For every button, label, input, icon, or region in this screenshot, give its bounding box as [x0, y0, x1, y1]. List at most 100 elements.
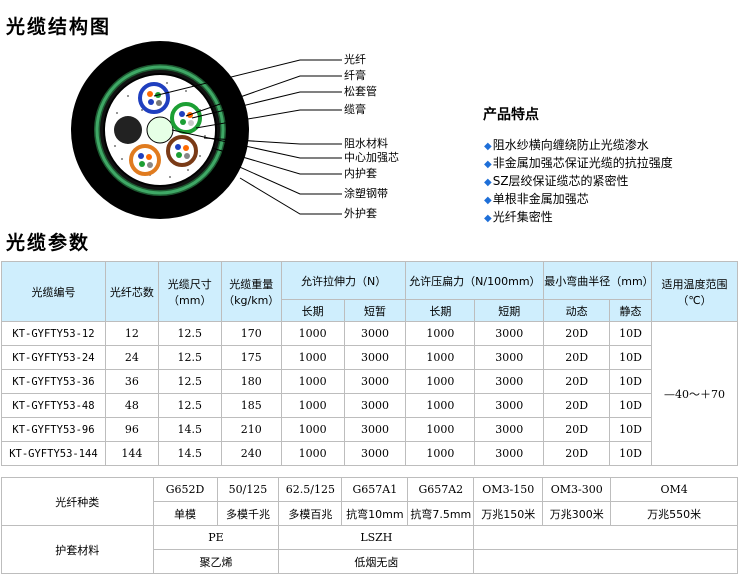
fiber-name: 万兆150米: [473, 501, 544, 526]
cell-tensile-short: 3000: [343, 345, 407, 370]
cell-cores: 96: [104, 417, 159, 442]
cell-bend-static: 10D: [609, 393, 653, 418]
cell-weight: 175: [220, 345, 282, 370]
cell-crush-long: 1000: [405, 345, 476, 370]
loose-tube-brown: [166, 135, 198, 167]
fiber-name: 抗弯7.5mm: [407, 501, 475, 526]
fiber-name: 抗弯10mm: [341, 501, 409, 526]
cell-weight: 185: [220, 393, 282, 418]
diamond-bullet-icon: ◆: [484, 177, 492, 188]
cell-bend-static: 10D: [609, 417, 653, 442]
cell-bend-static: 10D: [609, 369, 653, 394]
fiber-code: G652D: [152, 477, 218, 502]
sheath-code: PE: [152, 525, 280, 550]
cell-tensile-short: 3000: [343, 369, 407, 394]
cell-size: 12.5: [157, 393, 222, 418]
cell-crush-long: 1000: [405, 369, 476, 394]
cell-weight: 210: [220, 417, 282, 442]
feature-item: ◆阻水纱横向缠绕防止光缆渗水: [484, 138, 649, 152]
cell-cores: 24: [104, 345, 159, 370]
cell-bend-dynamic: 20D: [543, 345, 611, 370]
fiber-code: 62.5/125: [278, 477, 343, 502]
cell-crush-long: 1000: [405, 417, 476, 442]
cell-tensile-long: 1000: [280, 441, 345, 466]
callout-inner-sheath: 内护套: [344, 167, 377, 180]
diamond-bullet-icon: ◆: [484, 195, 492, 206]
cell-crush-short: 3000: [474, 417, 545, 442]
header-tensile: 允许拉伸力（N）: [280, 261, 407, 300]
cell-crush-long: 1000: [405, 321, 476, 346]
cell-tensile-short: 3000: [343, 321, 407, 346]
sheath-code: LSZH: [278, 525, 475, 550]
header-crush-long: 长期: [405, 299, 476, 322]
cell-size: 14.5: [157, 441, 222, 466]
cell-model: KT-GYFTY53-96: [1, 417, 106, 442]
loose-tube-blue: [138, 82, 170, 114]
fiber-type-label: 光纤种类: [1, 477, 154, 526]
cell-model: KT-GYFTY53-48: [1, 393, 106, 418]
cell-tensile-short: 3000: [343, 441, 407, 466]
table-row: KT-GYFTY53-48 48 12.5 185 1000 3000 1000…: [1, 393, 738, 418]
feature-item: ◆光纤集密性: [484, 210, 553, 224]
header-weight: 光缆重量（kg/km）: [220, 261, 282, 322]
cell-tensile-short: 3000: [343, 417, 407, 442]
empty-cell: [473, 525, 738, 550]
cable-central-strength-member: [146, 116, 174, 144]
cell-crush-short: 3000: [474, 345, 545, 370]
cell-crush-short: 3000: [474, 393, 545, 418]
cell-size: 12.5: [157, 321, 222, 346]
cell-bend-dynamic: 20D: [543, 417, 611, 442]
table-row: 单模 多模千兆 多模百兆 抗弯10mm 抗弯7.5mm 万兆150米 万兆300…: [2, 501, 738, 526]
callout-central-strength: 中心加强芯: [344, 151, 399, 164]
loose-tube-orange: [129, 144, 161, 176]
cell-tensile-long: 1000: [280, 393, 345, 418]
cell-model: KT-GYFTY53-12: [1, 321, 106, 346]
callout-loose-tube: 松套管: [344, 85, 377, 98]
table-row: 护套材料 PE LSZH: [1, 525, 738, 574]
cell-tensile-long: 1000: [280, 321, 345, 346]
feature-item: ◆SZ层绞保证缆芯的紧密性: [484, 174, 629, 188]
diamond-bullet-icon: ◆: [484, 213, 492, 224]
table-row: 光纤种类 G652D 50/125 62.5/125 G657A1 G657A2…: [1, 477, 738, 526]
header-bend-dynamic: 动态: [543, 299, 611, 322]
cell-bend-dynamic: 20D: [543, 441, 611, 466]
fiber-code: OM3-300: [542, 477, 612, 502]
header-bend-radius: 最小弯曲半径（mm）: [543, 261, 654, 300]
features-title: 产品特点: [483, 107, 539, 123]
callout-fiber-gel: 纤膏: [344, 69, 366, 82]
params-title: 光缆参数: [6, 232, 91, 254]
cell-cores: 36: [104, 369, 159, 394]
cell-size: 12.5: [157, 345, 222, 370]
cell-temperature-range: —40～＋70: [651, 321, 738, 466]
header-fiber-count: 光纤芯数: [104, 261, 159, 322]
header-tensile-short: 短暂: [343, 299, 407, 322]
fiber-code: G657A1: [341, 477, 409, 502]
fiber-name: 多模千兆: [216, 501, 280, 526]
structure-title: 光缆结构图: [6, 16, 112, 38]
fiber-name: 万兆300米: [542, 501, 612, 526]
cell-weight: 170: [220, 321, 282, 346]
fiber-name: 单模: [152, 501, 218, 526]
table-row: 聚乙烯 低烟无卤: [2, 549, 738, 574]
callout-leader-lines: [153, 59, 342, 215]
feature-item: ◆非金属加强芯保证光缆的抗拉强度: [484, 156, 673, 170]
cable-filler-rod: [114, 116, 142, 144]
cell-tensile-long: 1000: [280, 417, 345, 442]
diamond-bullet-icon: ◆: [484, 159, 492, 170]
cell-crush-short: 3000: [474, 441, 545, 466]
table-row: KT-GYFTY53-12 12 12.5 170 1000 3000 1000…: [1, 321, 738, 466]
loose-tube-green: [170, 102, 202, 134]
table-row: KT-GYFTY53-96 96 14.5 210 1000 3000 1000…: [1, 417, 738, 442]
callout-steel-tape: 涂塑钢带: [344, 187, 388, 200]
cell-bend-static: 10D: [609, 441, 653, 466]
header-temperature: 适用温度范围（℃）: [651, 261, 738, 322]
callout-outer-sheath: 外护套: [344, 207, 377, 220]
feature-item: ◆单根非金属加强芯: [484, 192, 589, 206]
cell-tensile-short: 3000: [343, 393, 407, 418]
cell-crush-long: 1000: [405, 441, 476, 466]
fiber-code: 50/125: [216, 477, 280, 502]
table-row: KT-GYFTY53-36 36 12.5 180 1000 3000 1000…: [1, 369, 738, 394]
cable-cross-section-diagram: [71, 41, 342, 219]
cell-size: 12.5: [157, 369, 222, 394]
fiber-code: G657A2: [407, 477, 475, 502]
